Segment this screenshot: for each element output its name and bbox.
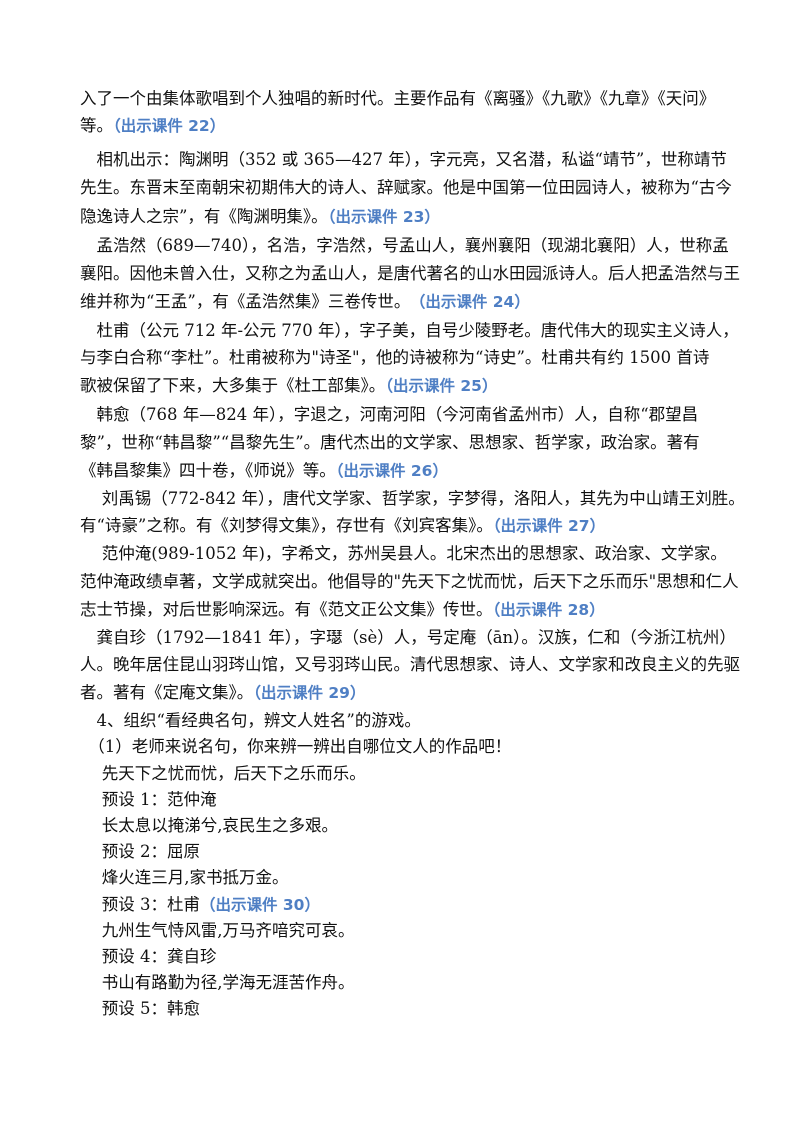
courseware-reference: （出示课件 23） — [327, 208, 440, 226]
line-text: 者。著有《定庵文集》。 — [80, 683, 254, 702]
text-line: 预设 5：韩愈 — [80, 998, 200, 1020]
line-text: 歌被保留了下来，大多集于《杜工部集》。 — [80, 376, 386, 395]
line-text: 预设 4：龚自珍 — [80, 947, 217, 966]
text-line: 隐逸诗人之宗”，有《陶渊明集》。（出示课件 23） — [80, 206, 440, 228]
text-line: 与李白合称“李杜”。杜甫被称为"诗圣"，他的诗被称为“诗史”。杜甫共有约 150… — [80, 347, 709, 369]
line-text: （1）老师来说名句，你来辨一辨出自哪位文人的作品吧！ — [80, 737, 512, 756]
line-text: 预设 1：范仲淹 — [80, 790, 217, 809]
line-text: 黎”，世称“韩昌黎”“昌黎先生”。唐代杰出的文学家、思想家、哲学家，政治家。著有 — [80, 433, 700, 452]
line-text: 刘禹锡（772-842 年），唐代文学家、哲学家，字梦得，洛阳人，其先为中山靖王… — [80, 489, 745, 508]
text-line: 范仲淹政绩卓著，文学成就突出。他倡导的"先天下之忧而忧，后天下之乐而乐"思想和仁… — [80, 571, 739, 593]
courseware-reference: （出示课件 22） — [113, 117, 226, 135]
text-line: 黎”，世称“韩昌黎”“昌黎先生”。唐代杰出的文学家、思想家、哲学家，政治家。著有 — [80, 432, 700, 454]
text-line: 志士节操，对后世影响深远。有《范文正公文集》传世。（出示课件 28） — [80, 599, 605, 621]
text-line: 襄阳。因他未曾入仕，又称之为孟山人，是唐代著名的山水田园派诗人。后人把孟浩然与王 — [80, 263, 740, 285]
line-text: 等。 — [80, 116, 113, 135]
text-line: 预设 3：杜甫（出示课件 30） — [80, 894, 320, 916]
text-line: 范仲淹(989-1052 年)，字希文，苏州吴县人。北宋杰出的思想家、政治家、文… — [80, 543, 727, 565]
line-text: 先生。东晋末至南朝宋初期伟大的诗人、辞赋家。他是中国第一位田园诗人，被称为“古今 — [80, 178, 732, 197]
text-line: 孟浩然（689—740），名浩，字浩然，号孟山人，襄州襄阳（现湖北襄阳）人，世称… — [80, 235, 729, 257]
text-line: 等。（出示课件 22） — [80, 115, 225, 137]
line-text: 《韩昌黎集》四十卷，《师说》等。 — [80, 461, 336, 480]
text-line: 4、组织“看经典名句，辨文人姓名”的游戏。 — [80, 710, 421, 732]
courseware-reference: （出示课件 30） — [200, 896, 320, 914]
line-text: 烽火连三月,家书抵万金。 — [80, 868, 289, 887]
text-line: 相机出示：陶渊明（352 或 365—427 年），字元亮，又名潜，私谥“靖节”… — [80, 149, 727, 171]
text-line: 龚自珍（1792—1841 年），字璱（sè）人，号定庵（ān）。汉族，仁和（今… — [80, 627, 736, 649]
line-text: 范仲淹政绩卓著，文学成就突出。他倡导的"先天下之忧而忧，后天下之乐而乐"思想和仁… — [80, 572, 739, 591]
line-text: 范仲淹(989-1052 年)，字希文，苏州吴县人。北宋杰出的思想家、政治家、文… — [80, 544, 727, 563]
line-text: 杜甫（公元 712 年-公元 770 年），字子美，自号少陵野老。唐代伟大的现实… — [80, 321, 739, 340]
text-line: （1）老师来说名句，你来辨一辨出自哪位文人的作品吧！ — [80, 736, 512, 758]
line-text: 与李白合称“李杜”。杜甫被称为"诗圣"，他的诗被称为“诗史”。杜甫共有约 150… — [80, 348, 710, 367]
line-text: 隐逸诗人之宗”，有《陶渊明集》。 — [80, 207, 328, 226]
text-line: 九州生气恃风雷,万马齐喑究可哀。 — [80, 920, 355, 942]
courseware-reference: （出示课件 28） — [492, 601, 605, 619]
text-line: 预设 2：屈原 — [80, 841, 200, 863]
line-text: 龚自珍（1792—1841 年），字璱（sè）人，号定庵（ān）。汉族，仁和（今… — [80, 628, 736, 647]
text-line: 先生。东晋末至南朝宋初期伟大的诗人、辞赋家。他是中国第一位田园诗人，被称为“古今 — [80, 177, 732, 199]
line-text: 相机出示：陶渊明（352 或 365—427 年），字元亮，又名潜，私谥“靖节”… — [80, 150, 727, 169]
line-text: 预设 5：韩愈 — [80, 999, 200, 1018]
text-line: 入了一个由集体歌唱到个人独唱的新时代。主要作品有《离骚》《九歌》《九章》《天问》 — [80, 88, 715, 110]
line-text: 志士节操，对后世影响深远。有《范文正公文集》传世。 — [80, 600, 493, 619]
line-text: 先天下之忧而忧，后天下之乐而乐。 — [80, 764, 366, 783]
text-line: 人。晚年居住昆山羽琌山馆，又号羽琌山民。清代思想家、诗人、文学家和改良主义的先驱 — [80, 654, 740, 676]
text-line: 烽火连三月,家书抵万金。 — [80, 867, 289, 889]
line-text: 4、组织“看经典名句，辨文人姓名”的游戏。 — [80, 711, 421, 730]
line-text: 预设 2：屈原 — [80, 842, 200, 861]
line-text: 九州生气恃风雷,万马齐喑究可哀。 — [80, 921, 355, 940]
line-text: 襄阳。因他未曾入仕，又称之为孟山人，是唐代著名的山水田园派诗人。后人把孟浩然与王 — [80, 264, 740, 283]
text-line: 预设 4：龚自珍 — [80, 946, 217, 968]
line-text: 预设 3：杜甫 — [80, 895, 200, 914]
text-line: 维并称为“王孟”，有《孟浩然集》三卷传世。 （出示课件 24） — [80, 291, 530, 313]
text-line: 先天下之忧而忧，后天下之乐而乐。 — [80, 763, 366, 785]
courseware-reference: （出示课件 29） — [253, 684, 366, 702]
text-line: 书山有路勤为径,学海无涯苦作舟。 — [80, 972, 355, 994]
line-text: 维并称为“王孟”，有《孟浩然集》三卷传世。 — [80, 292, 403, 311]
courseware-reference: （出示课件 25） — [385, 377, 498, 395]
line-text: 人。晚年居住昆山羽琌山馆，又号羽琌山民。清代思想家、诗人、文学家和改良主义的先驱 — [80, 655, 740, 674]
line-text: 韩愈（768 年—824 年），字退之，河南河阳（今河南省孟州市）人，自称“郡望… — [80, 405, 699, 424]
line-text: 入了一个由集体歌唱到个人独唱的新时代。主要作品有《离骚》《九歌》《九章》《天问》 — [80, 89, 716, 108]
courseware-reference: （出示课件 24） — [402, 293, 530, 311]
text-line: 刘禹锡（772-842 年），唐代文学家、哲学家，字梦得，洛阳人，其先为中山靖王… — [80, 488, 745, 510]
line-text: 长太息以掩涕兮,哀民生之多艰。 — [80, 816, 338, 835]
courseware-reference: （出示课件 26） — [335, 462, 448, 480]
line-text: 书山有路勤为径,学海无涯苦作舟。 — [80, 973, 355, 992]
text-line: 者。著有《定庵文集》。（出示课件 29） — [80, 682, 365, 704]
text-line: 《韩昌黎集》四十卷，《师说》等。（出示课件 26） — [80, 460, 448, 482]
text-line: 有“诗豪”之称。有《刘梦得文集》，存世有《刘宾客集》。（出示课件 27） — [80, 515, 605, 537]
courseware-reference: （出示课件 27） — [492, 517, 606, 535]
text-line: 韩愈（768 年—824 年），字退之，河南河阳（今河南省孟州市）人，自称“郡望… — [80, 404, 699, 426]
text-line: 杜甫（公元 712 年-公元 770 年），字子美，自号少陵野老。唐代伟大的现实… — [80, 320, 739, 342]
text-line: 长太息以掩涕兮,哀民生之多艰。 — [80, 815, 338, 837]
text-line: 预设 1：范仲淹 — [80, 789, 217, 811]
line-text: 有“诗豪”之称。有《刘梦得文集》，存世有《刘宾客集》。 — [80, 516, 493, 535]
line-text: 孟浩然（689—740），名浩，字浩然，号孟山人，襄州襄阳（现湖北襄阳）人，世称… — [80, 236, 729, 255]
text-line: 歌被保留了下来，大多集于《杜工部集》。（出示课件 25） — [80, 375, 497, 397]
